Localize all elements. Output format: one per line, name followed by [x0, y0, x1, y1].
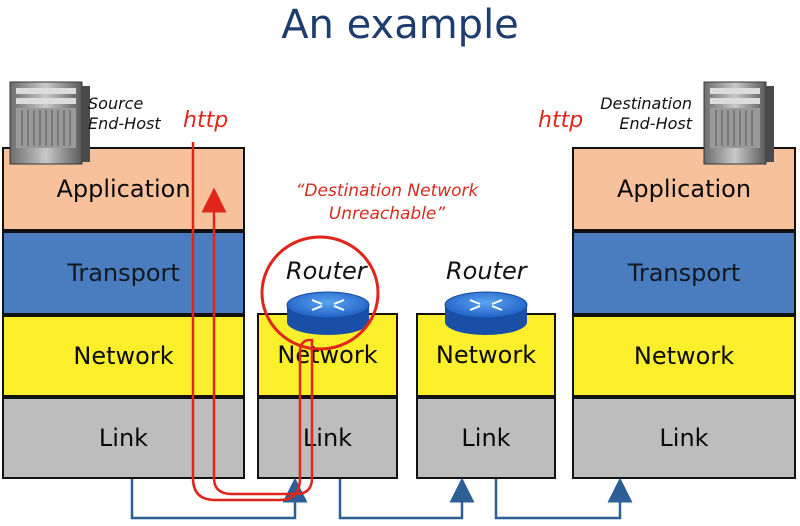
- source-link-layer: Link: [2, 397, 245, 479]
- link-wires: [130, 477, 633, 520]
- router2-link-layer: Link: [416, 397, 556, 479]
- http-path: [191, 142, 314, 502]
- destination-server-icon: [703, 81, 774, 165]
- destination-label-line1: Destination: [600, 94, 692, 113]
- source-host-label: Source End-Host: [88, 94, 161, 134]
- destination-label-line2: End-Host: [619, 114, 692, 133]
- annotation-line1: “Destination Network: [295, 181, 479, 201]
- http-label-source: http: [183, 108, 229, 133]
- router1-icon: [286, 291, 370, 335]
- router2-label: Router: [446, 257, 527, 285]
- destination-link-layer: Link: [572, 397, 796, 479]
- http-label-destination: http: [538, 108, 584, 133]
- router2-icon: [444, 291, 528, 335]
- source-transport-layer: Transport: [2, 231, 245, 315]
- destination-network-layer: Network: [572, 315, 796, 397]
- source-server-icon: [9, 81, 90, 165]
- source-label-line1: Source: [88, 94, 144, 113]
- source-label-line2: End-Host: [88, 114, 161, 133]
- unreachable-annotation: “Destination Network Unreachable”: [262, 180, 512, 226]
- router1-label: Router: [286, 257, 367, 285]
- source-network-layer: Network: [2, 315, 245, 397]
- page-title: An example: [281, 2, 519, 48]
- router1-highlight-circle: [260, 235, 380, 351]
- destination-host-label: Destination End-Host: [592, 94, 692, 134]
- annotation-line2: Unreachable”: [328, 203, 446, 224]
- destination-transport-layer: Transport: [572, 231, 796, 315]
